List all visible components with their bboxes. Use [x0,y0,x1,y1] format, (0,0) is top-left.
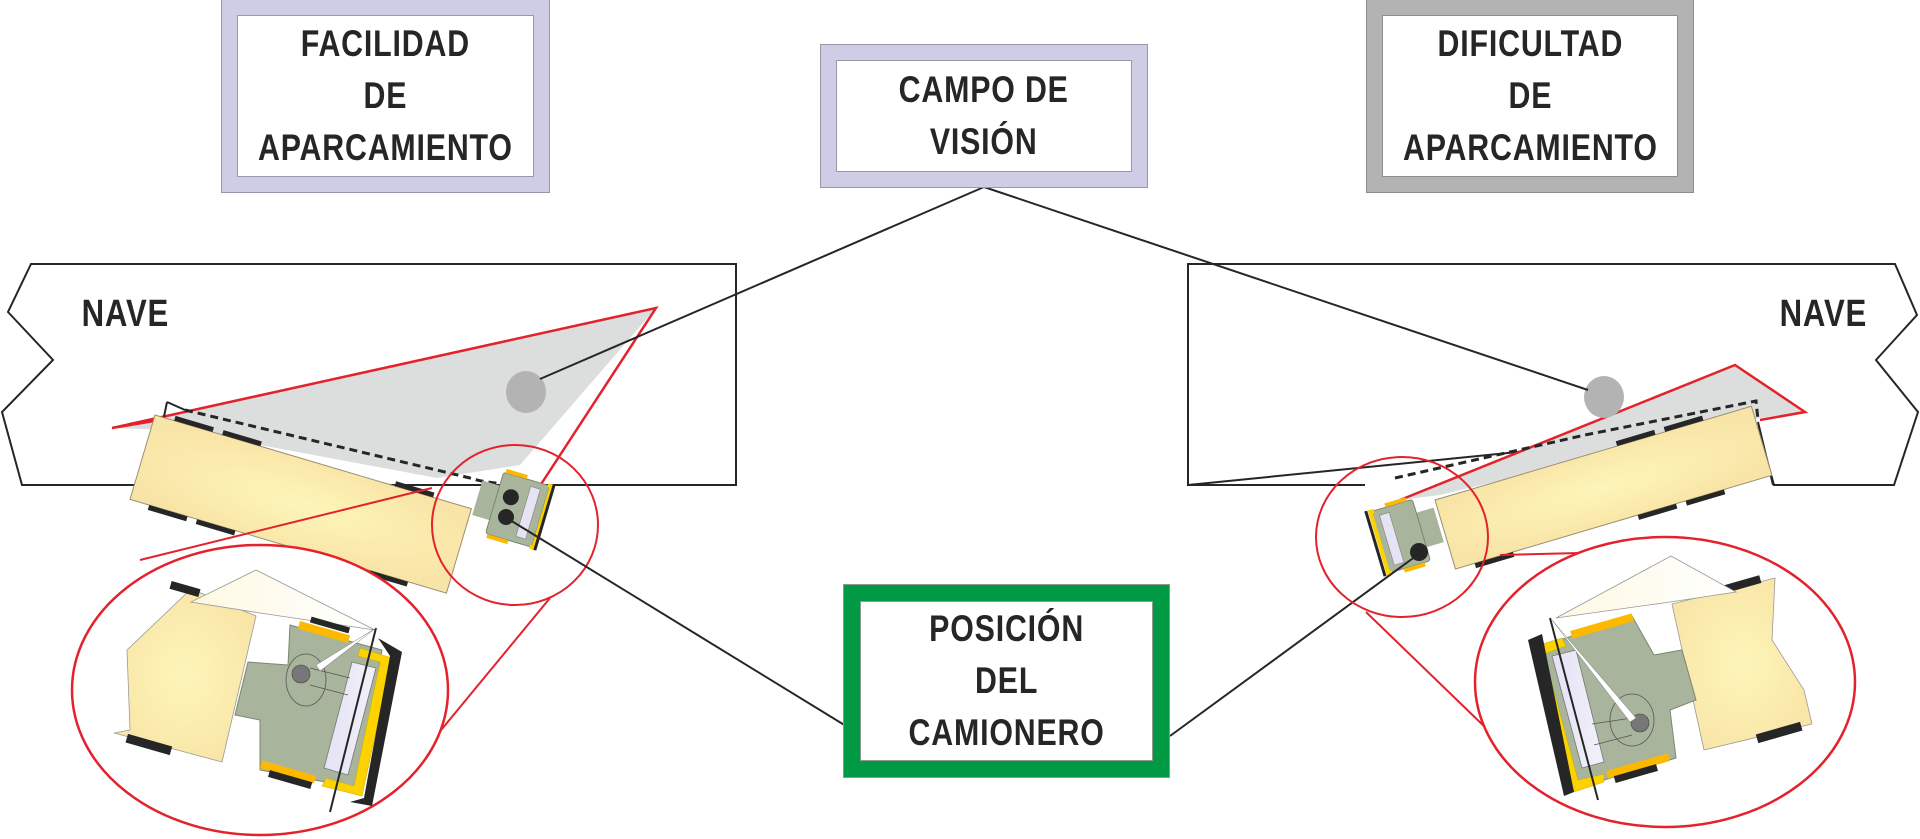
dificultad-aparcamiento-box: DIFICULTAD DE APARCAMIENTO [1366,0,1694,193]
truck-cab-right [1364,497,1444,577]
driver-position-dot-left [498,509,514,525]
left-scene [0,186,985,837]
posicion-line-2: DEL [974,660,1039,701]
vision-point-right [1584,376,1624,418]
vision-point-left [506,371,546,413]
campo-line-2: VISIÓN [930,121,1038,162]
trailer-path-right [1394,399,1760,480]
posicion-line-1: POSICIÓN [929,608,1084,649]
truck-cab-left [472,468,556,551]
vision-field-right-edge [1399,363,1809,502]
facilidad-line-2: DE [363,75,408,116]
inset-cab-left [113,569,402,813]
posicion-line-3: CAMIONERO [908,712,1105,753]
nave-right-label: NAVE [1779,293,1868,335]
dificultad-line-3: APARCAMIENTO [1402,127,1658,168]
zoom-circle-right-small [1315,456,1489,618]
right-scene [983,186,1920,829]
inset-cab-right [1528,555,1813,801]
campo-vision-box: CAMPO DE VISIÓN [820,44,1148,188]
campo-line-1: CAMPO DE [898,69,1070,110]
facilidad-line-1: FACILIDAD [300,23,471,64]
facilidad-aparcamiento-box: FACILIDAD DE APARCAMIENTO [221,0,550,193]
zoom-circle-left-small [431,444,599,606]
facilidad-line-3: APARCAMIENTO [258,127,513,168]
posicion-camionero-box: POSICIÓN DEL CAMIONERO [843,584,1170,778]
nave-left-label: NAVE [81,293,170,335]
vision-field-left [112,308,656,478]
dificultad-line-2: DE [1508,75,1552,116]
dificultad-line-1: DIFICULTAD [1437,23,1623,64]
vision-field-left-edge [111,306,659,496]
